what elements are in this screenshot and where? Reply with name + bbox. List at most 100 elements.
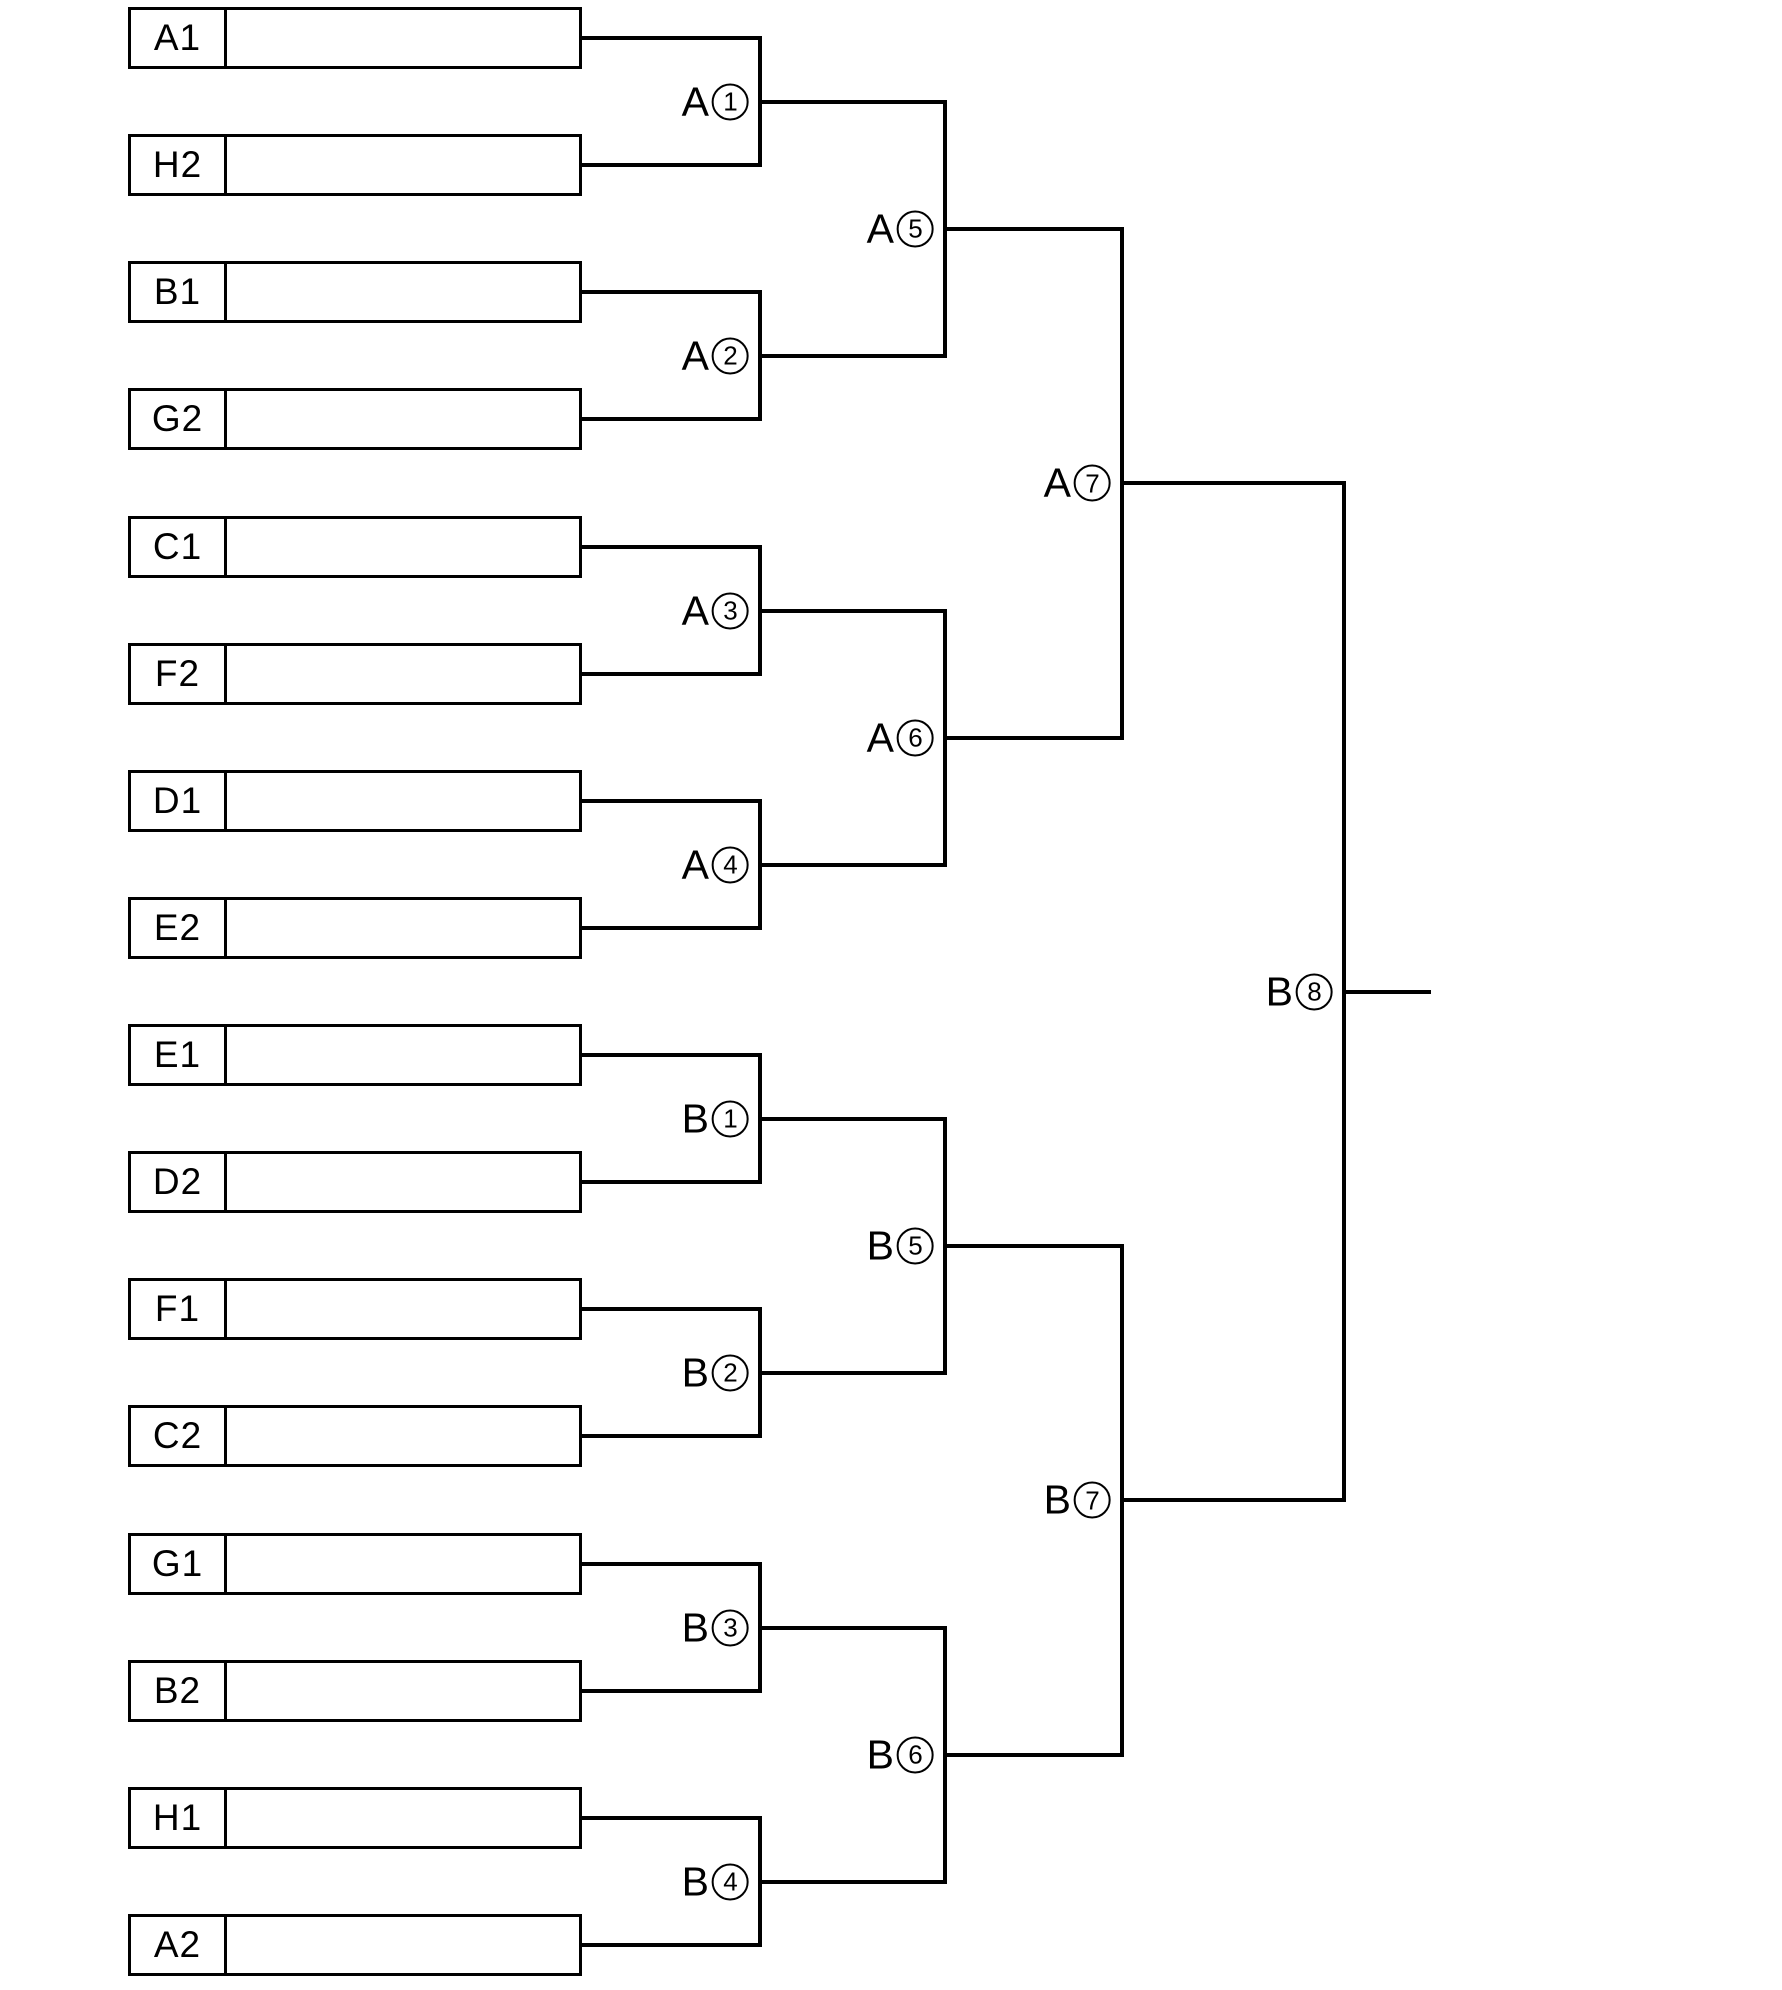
match-letter: A [681,841,709,887]
entry-seed-label: D1 [131,773,227,829]
entry-name-cell [227,646,579,702]
match-letter: B [681,1349,709,1395]
circled-number: 7 [1074,464,1111,502]
entry-seed-label: H2 [131,137,227,193]
entry-seed-label: B1 [131,264,227,320]
match-letter: B [681,1604,709,1650]
match-letter: A [681,587,709,633]
match-letter: A [1043,459,1071,506]
entry-box: D2 [128,1151,582,1213]
circled-number: 1 [712,1100,749,1137]
circled-number: 3 [712,592,749,629]
match-out-line [945,226,1122,231]
entry-seed-label: F1 [131,1281,227,1337]
circled-number: 4 [712,846,749,883]
entry-connector-line [582,672,760,676]
match-letter: B [1265,968,1293,1014]
entry-name-cell [227,1154,579,1210]
entry-connector-line [582,1053,760,1057]
match-out-line [760,608,945,613]
entry-seed-label: D2 [131,1154,227,1210]
match-letter: B [866,1222,894,1268]
entry-name-cell [227,519,579,575]
entry-box: H2 [128,134,582,196]
entry-connector-line [582,1562,760,1566]
circled-number: 2 [712,1354,749,1391]
entry-seed-label: G2 [131,391,227,447]
entry-connector-line [582,1434,760,1438]
match-letter: A [681,332,709,378]
match-out-line [945,1752,1122,1757]
match-letter: A [681,78,709,124]
entry-seed-label: C1 [131,519,227,575]
entry-name-cell [227,900,579,956]
champion-line [1344,989,1431,994]
entry-connector-line [582,36,760,40]
entry-connector-line [582,1943,760,1947]
entry-connector-line [582,1307,760,1311]
entry-name-cell [227,264,579,320]
entry-connector-line [582,926,760,930]
match-out-line [760,353,945,358]
entry-connector-line [582,545,760,549]
entry-seed-label: A1 [131,10,227,66]
entry-box: B2 [128,1660,582,1722]
entry-box: E1 [128,1024,582,1086]
match-out-line [760,1879,945,1884]
circled-number: 3 [712,1609,749,1646]
entry-box: F2 [128,643,582,705]
entry-seed-label: F2 [131,646,227,702]
entry-name-cell [227,391,579,447]
match-letter: A [866,205,894,251]
match-out-line [760,1116,945,1121]
entry-seed-label: H1 [131,1790,227,1846]
circled-number: 4 [712,1863,749,1900]
circled-number: 5 [897,1227,934,1264]
entry-connector-line [582,163,760,167]
match-out-line [945,735,1122,740]
circled-number: 6 [897,719,934,756]
entry-name-cell [227,1790,579,1846]
entry-name-cell [227,10,579,66]
entry-seed-label: G1 [131,1536,227,1592]
entry-seed-label: C2 [131,1408,227,1464]
match-letter: B [1043,1476,1071,1523]
match-out-line [1122,481,1344,485]
entry-box: E2 [128,897,582,959]
entry-box: F1 [128,1278,582,1340]
entry-box: A2 [128,1914,582,1976]
entry-connector-line [582,417,760,421]
match-letter: B [681,1858,709,1904]
match-out-line [760,99,945,104]
entry-connector-line [582,290,760,294]
match-letter: A [866,714,894,760]
entry-box: A1 [128,7,582,69]
entry-seed-label: E2 [131,900,227,956]
entry-seed-label: A2 [131,1917,227,1973]
entry-name-cell [227,1663,579,1719]
entry-connector-line [582,1816,760,1820]
circled-number: 7 [1074,1481,1111,1519]
entry-name-cell [227,1536,579,1592]
entry-box: B1 [128,261,582,323]
circled-number: 2 [712,337,749,374]
match-out-line [1122,1498,1344,1502]
circled-number: 5 [897,210,934,247]
entry-name-cell [227,1027,579,1083]
circled-number: 6 [897,1736,934,1773]
entry-box: C2 [128,1405,582,1467]
entry-box: G2 [128,388,582,450]
match-out-line [945,1243,1122,1248]
